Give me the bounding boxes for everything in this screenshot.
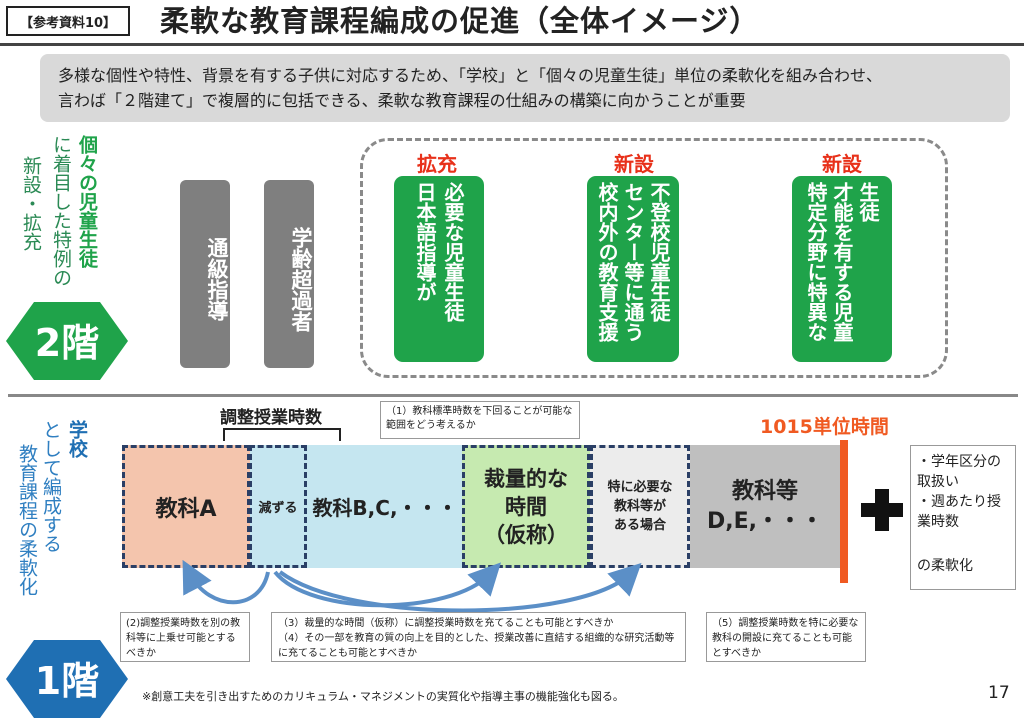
- total-hours-marker: [840, 440, 848, 583]
- kyokad-line-2: D,E,・・・: [706, 508, 823, 534]
- bar-futoko-jido: 校内外の教育支援 センター等に通う 不登校児童生徒: [587, 176, 679, 362]
- segment-sairyo-jikan: 裁量的な 時間 （仮称）: [462, 445, 590, 568]
- floor2-badge: 2階: [6, 302, 128, 380]
- reference-tag: 【参考資料10】: [6, 6, 130, 36]
- futoko-col-1: 校内外の教育支援: [595, 182, 619, 342]
- floor2-side-mid: に着目した特例の: [50, 135, 72, 287]
- floor2-badge-label: 2階: [35, 321, 99, 365]
- label-shinsetsu-1: 新設: [614, 152, 654, 176]
- kyokad-line-1: 教科等: [731, 478, 798, 504]
- bar-nihongo-shido: 日本語指導が 必要な児童生徒: [394, 176, 484, 362]
- note-3: （3）裁量的な時間（仮称）に調整授業時数を充てることも可能とすべきか: [278, 618, 614, 629]
- bar-tsukyu-shido: 通級指導: [180, 180, 230, 368]
- hitsuyo-line-1: 特に必要な: [607, 480, 673, 495]
- reallocation-arrows: [182, 560, 642, 613]
- plus-icon: [861, 489, 903, 531]
- segment-kyoka-bc: 教科B,C,・・・: [312, 496, 458, 520]
- label-shinsetsu-2: 新設: [822, 152, 862, 176]
- segment-kyoka-de: 教科等 D,E,・・・: [690, 445, 840, 568]
- sairyo-line-2: 時間: [505, 494, 547, 519]
- page-title: 柔軟な教育課程編成の促進（全体イメージ）: [160, 4, 760, 38]
- floor2-side-emph: 個々の児童生徒: [76, 135, 98, 268]
- nihongo-col-1: 日本語指導が: [413, 182, 437, 302]
- tokutei-col-1: 特定分野に特異な: [804, 182, 828, 342]
- floor1-badge: 1階: [6, 640, 128, 718]
- summary-line-1: 多様な個性や特性、背景を有する子供に対応するため、「学校」と「個々の児童生徒」単…: [58, 66, 883, 85]
- bar-tokutei-sainou: 特定分野に特異な 才能を有する児童 生徒: [792, 176, 892, 362]
- tokutei-col-2: 才能を有する児童: [830, 182, 854, 342]
- sairyo-line-1: 裁量的な: [484, 466, 568, 491]
- chosei-jikan-heading: 調整授業時数: [220, 408, 322, 428]
- tokutei-col-3: 生徒: [856, 182, 880, 222]
- segment-hitsuyo-kyoka: 特に必要な 教科等が ある場合: [590, 445, 690, 568]
- hitsuyo-line-3: ある場合: [613, 518, 666, 533]
- nihongo-col-2: 必要な児童生徒: [441, 182, 465, 322]
- grade-weekly-flex-box: ・学年区分の取扱い ・週あたり授業時数 の柔軟化: [910, 445, 1016, 590]
- note-5: （5）調整授業時数を特に必要な教科の開設に充てることも可能とすべきか: [706, 612, 866, 662]
- footnote: ※創意工夫を引き出すためのカリキュラム・マネジメントの実質化や指導主事の機能強化…: [142, 690, 624, 703]
- floor1-side-mid: として編成する: [40, 420, 62, 553]
- sairyo-line-3: （仮称）: [484, 522, 568, 547]
- note-1: （1）教科標準時数を下回ることが可能な範囲をどう考えるか: [380, 401, 580, 439]
- futoko-col-3: 不登校児童生徒: [647, 182, 671, 322]
- floor2-side-end: 新設・拡充: [20, 156, 42, 251]
- segment-kyoka-a: 教科A: [122, 445, 250, 568]
- rightbox-item-3: の柔軟化: [917, 558, 973, 574]
- floor1-badge-label: 1階: [35, 659, 99, 703]
- title-underline: [0, 43, 1024, 46]
- rightbox-item-2: ・週あたり授業時数: [917, 494, 1001, 530]
- futoko-col-2: センター等に通う: [621, 182, 645, 342]
- note-2: (2)調整授業時数を別の教科等に上乗せ可能とするべきか: [120, 612, 250, 662]
- chosei-bracket: [223, 428, 341, 441]
- rightbox-item-1: ・学年区分の取扱い: [917, 454, 1001, 490]
- summary-box: 多様な個性や特性、背景を有する子供に対応するため、「学校」と「個々の児童生徒」単…: [40, 54, 1010, 122]
- special-measures-group: [360, 138, 948, 378]
- note-4: （4）その一部を教育の質の向上を目的とした、授業改善に直結する組織的な研究活動等…: [278, 633, 675, 659]
- label-kakuju: 拡充: [417, 152, 457, 176]
- floor1-side-emph: 学校: [66, 420, 88, 458]
- floor-divider: [8, 394, 1018, 397]
- note-3-4: （3）裁量的な時間（仮称）に調整授業時数を充てることも可能とすべきか （4）その…: [271, 612, 686, 662]
- floor1-side-end: 教育課程の柔軟化: [16, 444, 38, 596]
- summary-line-2: 言わば「２階建て」で複層的に包括できる、柔軟な教育課程の仕組みの構築に向かうこと…: [58, 91, 746, 110]
- hitsuyo-line-2: 教科等が: [613, 499, 666, 514]
- bar-gakurei-choka: 学齢超過者: [264, 180, 314, 368]
- page-number: 17: [988, 683, 1010, 703]
- segment-herasu: 減ずる: [249, 445, 307, 568]
- total-hours-label: 1015単位時間: [760, 416, 889, 438]
